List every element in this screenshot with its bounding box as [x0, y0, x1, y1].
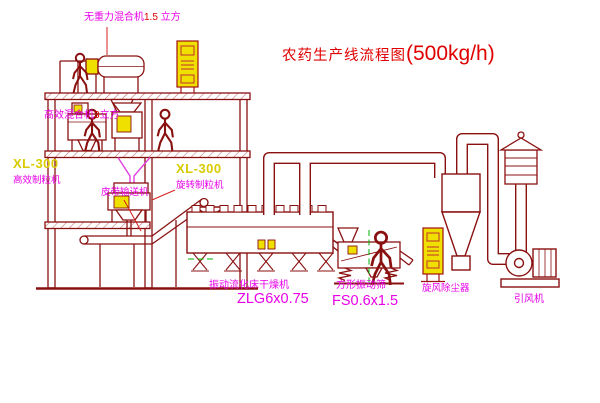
- fluid-bed-dryer-machine: [186, 205, 351, 272]
- label-mid-granulator-name: 旋转制粒机: [176, 180, 224, 191]
- drawing-title: 农药生产线流程图(500kg/h): [282, 42, 495, 66]
- title-text: 农药生产线流程图: [282, 48, 406, 64]
- mid-mixer-unit: 立方: [99, 110, 120, 121]
- leader-lines: [106, 27, 176, 232]
- label-fan: 引风机: [514, 294, 544, 305]
- cyclone-dust-collector-machine: [441, 173, 481, 271]
- label-dryer-model: ZLG6x0.75: [237, 291, 309, 307]
- label-mid-mixer: 高效混合机3立方: [44, 110, 120, 121]
- label-left-granulator-model: XL-300: [13, 156, 59, 171]
- label-sieve-model: FS0.6x1.5: [332, 293, 399, 309]
- top-mixer-machine: [85, 55, 145, 115]
- top-mixer-unit: 立方: [157, 12, 181, 23]
- worker-icon: [156, 108, 174, 153]
- label-top-mixer: 无重力混合机1.5 立方: [84, 12, 181, 23]
- induced-draft-fan-machine: [500, 248, 560, 288]
- label-cyclone: 旋风除尘器: [422, 283, 470, 294]
- label-mid-granulator-model: XL-300: [176, 161, 222, 176]
- y-feed-chute: [117, 157, 151, 183]
- label-left-granulator-name: 高效制粒机: [13, 175, 61, 186]
- label-belt-conveyor: 皮带输送机: [101, 187, 149, 198]
- mid-mixer-name: 高效混合机: [44, 110, 94, 121]
- exhaust-duct-pipes: [263, 133, 527, 265]
- label-dryer-name: 振动流化床干燥机: [209, 280, 289, 291]
- dryer-top-flanges: [191, 205, 327, 213]
- mid-mixer-capacity: 3: [94, 110, 100, 121]
- top-mixer-name: 无重力混合机: [84, 12, 144, 23]
- top-mixer-capacity: 1.5: [144, 12, 158, 23]
- granulator-feed-machine: [111, 102, 143, 151]
- high-efficiency-mixer-machine: [67, 102, 107, 152]
- worker-icon: [72, 52, 89, 94]
- control-panel-top: [176, 40, 199, 93]
- control-panel-right: [421, 227, 445, 283]
- building-structure: [36, 60, 258, 290]
- roof-ventilator: [498, 131, 544, 185]
- centerlines: [188, 230, 370, 287]
- label-sieve-name: 方形振动筛: [336, 280, 386, 291]
- title-capacity: (500kg/h): [406, 42, 495, 65]
- dryer-spring-supports: [191, 252, 335, 272]
